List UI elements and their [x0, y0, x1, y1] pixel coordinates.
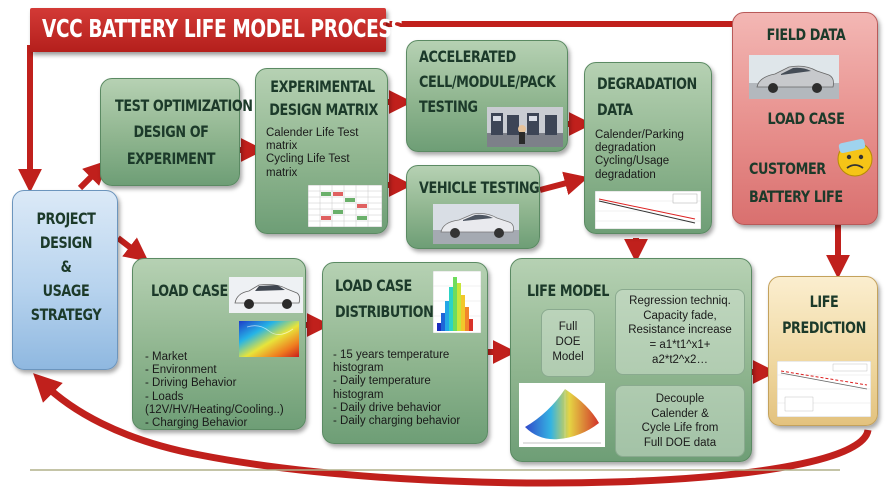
- life-prediction-box: LIFE PREDICTION: [768, 276, 878, 426]
- accelerated-heading: ACCELERATED CELL/MODULE/PACK TESTING: [419, 47, 556, 116]
- test-optimization-box: TEST OPTIMIZATION DESIGN OF EXPERIMENT: [100, 78, 253, 186]
- life-prediction-heading: LIFE PREDICTION: [782, 292, 866, 337]
- page-title: VCC BATTERY LIFE MODEL PROCESS: [42, 14, 404, 43]
- distribution-heading: LOAD CASE DISTRIBUTION: [335, 276, 434, 321]
- sad-face-icon: [837, 138, 873, 177]
- experimental-matrix-text: Calender Life Test matrix Cycling Life T…: [266, 127, 359, 179]
- life-model-heading: LIFE MODEL: [527, 281, 610, 300]
- vehicle-testing-box: VEHICLE TESTING: [406, 165, 540, 249]
- battery-life-heading: BATTERY LIFE: [749, 187, 843, 206]
- arrow-project-to-testopt: [77, 160, 108, 191]
- load-case-heading: LOAD CASE: [151, 281, 228, 300]
- load-case-box: LOAD CASE - Market - Environment - Drivi…: [132, 258, 306, 430]
- suv-photo: [229, 277, 303, 313]
- arrow-vehicle-to-degradation: [539, 171, 589, 195]
- histogram-thumbnail: [433, 271, 481, 333]
- arrow-project-to-loadcase: [116, 235, 149, 262]
- experimental-matrix-heading: EXPERIMENTAL DESIGN MATRIX: [269, 77, 378, 120]
- test-lab-photo: [487, 107, 563, 147]
- field-data-box: FIELD DATA LOAD CASE CUSTOMER BATTERY LI…: [732, 12, 878, 225]
- full-doe-box: Full DOE Model: [541, 309, 595, 377]
- degradation-text: Calender/Parking degradation Cycling/Usa…: [595, 129, 684, 181]
- vehicle-photo: [433, 204, 519, 244]
- degradation-heading: DEGRADATION DATA: [597, 74, 697, 119]
- degradation-data-box: DEGRADATION DATA Calender/Parking degrad…: [584, 62, 712, 234]
- field-car-photo: [749, 55, 839, 99]
- matrix-table-thumbnail: [308, 185, 382, 227]
- climate-map-thumbnail: [239, 321, 299, 357]
- load-case-distribution-box: LOAD CASE DISTRIBUTION - 15 years temper…: [322, 262, 488, 444]
- feedback-curve: [33, 373, 872, 487]
- degradation-chart-thumbnail: [595, 191, 701, 229]
- title-banner: VCC BATTERY LIFE MODEL PROCESS: [30, 8, 404, 52]
- vehicle-testing-heading: VEHICLE TESTING: [419, 178, 540, 197]
- life-model-box: LIFE MODEL Full DOE Model Regression tec…: [510, 258, 752, 462]
- surface-plot-thumbnail: [519, 383, 605, 447]
- load-case-list: - Market - Environment - Driving Behavio…: [145, 351, 284, 430]
- customer-heading: CUSTOMER: [749, 159, 826, 178]
- prediction-chart-thumbnail: [777, 361, 871, 417]
- field-data-heading: FIELD DATA: [766, 25, 846, 44]
- project-design-box: PROJECT DESIGN & USAGE STRATEGY: [12, 190, 118, 370]
- experimental-matrix-box: EXPERIMENTAL DESIGN MATRIX Calender Life…: [255, 68, 388, 234]
- project-heading: PROJECT DESIGN & USAGE STRATEGY: [30, 209, 102, 324]
- decouple-box: Decouple Calender & Cycle Life from Full…: [615, 385, 745, 457]
- accelerated-testing-box: ACCELERATED CELL/MODULE/PACK TESTING: [406, 40, 568, 152]
- regression-box: Regression techniq. Capacity fade, Resis…: [615, 289, 745, 375]
- test-optimization-heading: TEST OPTIMIZATION DESIGN OF EXPERIMENT: [115, 96, 253, 168]
- field-load-case-heading: LOAD CASE: [767, 109, 845, 128]
- full-doe-text: Full DOE Model: [552, 321, 584, 363]
- regression-text: Regression techniq. Capacity fade, Resis…: [628, 295, 732, 366]
- distribution-list: - 15 years temperature histogram - Daily…: [333, 349, 461, 428]
- decouple-text: Decouple Calender & Cycle Life from Full…: [641, 393, 719, 450]
